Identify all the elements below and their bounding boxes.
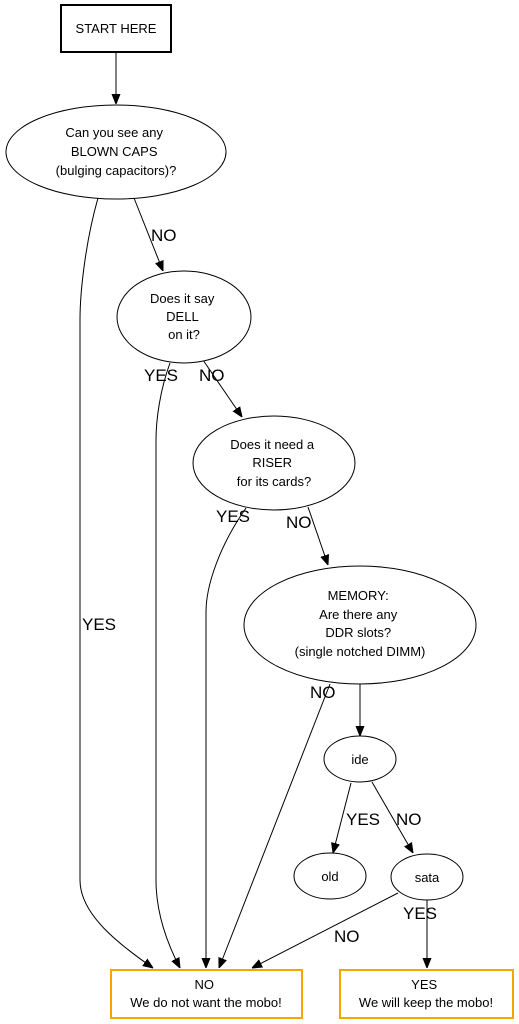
node-start: START HERE bbox=[60, 4, 172, 53]
node-ide: ide bbox=[323, 735, 397, 783]
node-riser: Does it need a RISER for its cards? bbox=[192, 415, 356, 511]
riser-ellipse bbox=[192, 415, 356, 511]
edge-label-riser-yes: YES bbox=[216, 507, 250, 526]
start-box bbox=[60, 4, 172, 53]
node-outcome-yes: YES We will keep the mobo! bbox=[339, 969, 514, 1019]
node-outcome-no: NO We do not want the mobo! bbox=[110, 969, 303, 1019]
edge-label-sata-no: NO bbox=[334, 927, 360, 946]
node-ide-label: ide bbox=[351, 752, 368, 767]
outcome-yes-box bbox=[339, 969, 514, 1019]
node-old-label: old bbox=[321, 869, 338, 884]
edge-label-sata-yes: YES bbox=[403, 904, 437, 923]
edges bbox=[79, 53, 427, 968]
node-memory-label: MEMORY: Are there any DDR slots? (single… bbox=[295, 588, 426, 659]
old-ellipse bbox=[293, 852, 367, 900]
edge-sata-no bbox=[252, 892, 399, 968]
edge-label-ide-yes: YES bbox=[346, 810, 380, 829]
edge-labels: NO YES YES NO YES NO NO YES NO YES NO bbox=[82, 226, 437, 946]
edge-caps-yes bbox=[79, 197, 153, 968]
blown-caps-ellipse bbox=[5, 104, 227, 200]
edge-label-caps-no: NO bbox=[151, 226, 177, 245]
edge-dell-no bbox=[202, 359, 242, 417]
node-sata-label: sata bbox=[415, 870, 440, 885]
dell-ellipse bbox=[116, 270, 252, 364]
node-sata: sata bbox=[390, 853, 464, 901]
edge-riser-yes bbox=[206, 507, 247, 968]
node-outcome-no-label: NO We do not want the mobo! bbox=[130, 977, 282, 1010]
node-start-label: START HERE bbox=[76, 21, 157, 36]
edge-ide-yes bbox=[333, 782, 352, 853]
edge-label-riser-no: NO bbox=[286, 513, 312, 532]
node-blown-caps-label: Can you see any BLOWN CAPS (bulging capa… bbox=[56, 125, 177, 178]
edge-memory-no bbox=[219, 683, 331, 968]
edge-label-ide-no: NO bbox=[396, 810, 422, 829]
edge-label-dell-yes: YES bbox=[144, 366, 178, 385]
edge-label-dell-no: NO bbox=[199, 366, 225, 385]
edge-riser-no bbox=[307, 506, 328, 565]
memory-ellipse bbox=[243, 565, 477, 685]
node-riser-label: Does it need a RISER for its cards? bbox=[230, 437, 317, 489]
ide-ellipse bbox=[323, 735, 397, 783]
edge-label-memory-no: NO bbox=[310, 683, 336, 702]
node-old: old bbox=[293, 852, 367, 900]
node-dell: Does it say DELL on it? bbox=[116, 270, 252, 364]
outcome-no-box bbox=[110, 969, 303, 1019]
edge-ide-no bbox=[371, 781, 413, 853]
edge-dell-yes bbox=[155, 362, 180, 968]
edge-caps-no bbox=[133, 197, 163, 271]
node-dell-label: Does it say DELL on it? bbox=[150, 291, 218, 342]
sata-ellipse bbox=[390, 853, 464, 901]
node-memory: MEMORY: Are there any DDR slots? (single… bbox=[243, 565, 477, 685]
node-outcome-yes-label: YES We will keep the mobo! bbox=[359, 977, 493, 1010]
edge-label-caps-yes: YES bbox=[82, 615, 116, 634]
node-blown-caps: Can you see any BLOWN CAPS (bulging capa… bbox=[5, 104, 227, 200]
